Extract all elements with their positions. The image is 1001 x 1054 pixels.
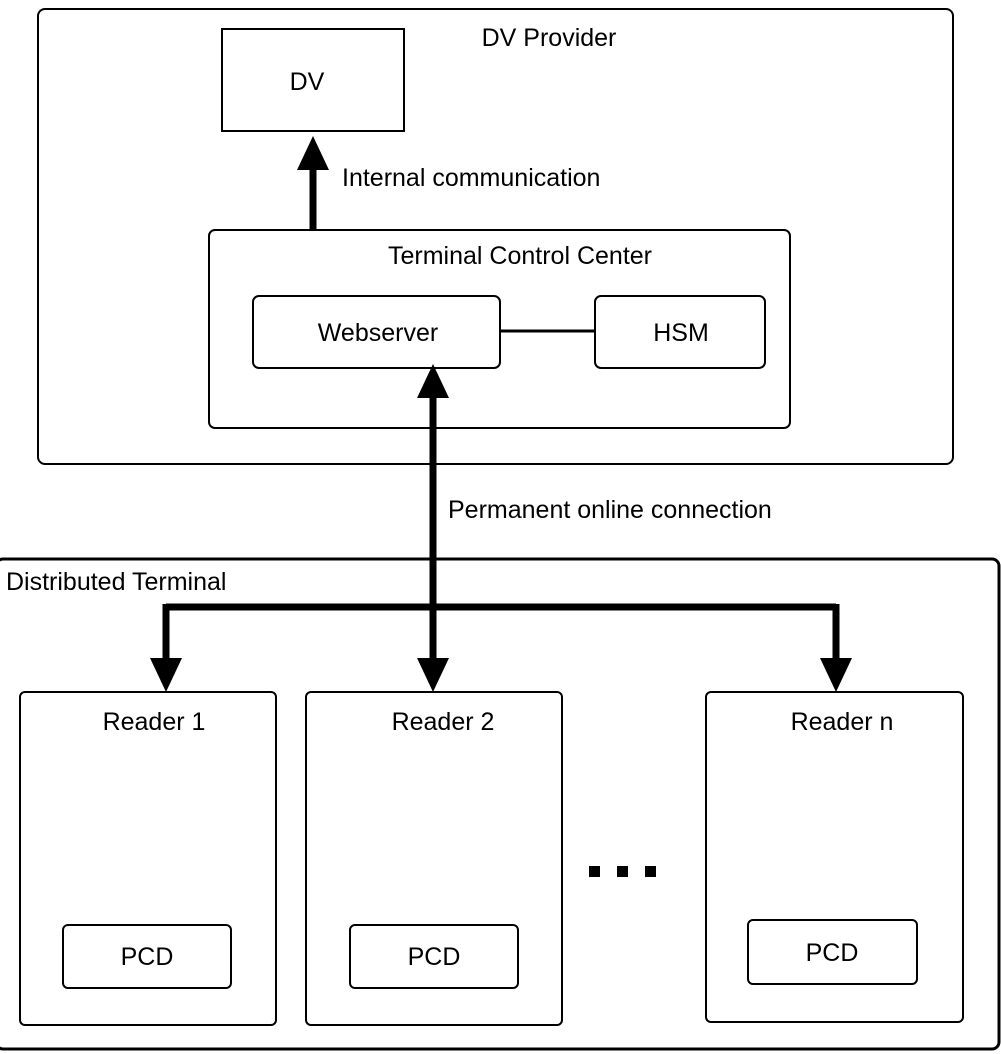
internal-communication-label: Internal communication bbox=[342, 164, 600, 192]
reader-2-pcd-box bbox=[349, 924, 519, 989]
reader-n-pcd-label: PCD bbox=[806, 939, 859, 967]
reader-2: Reader 2 PCD bbox=[305, 691, 563, 1026]
hsm-box bbox=[594, 295, 766, 369]
terminal-control-center-title: Terminal Control Center bbox=[388, 242, 652, 270]
reader-2-pcd-label: PCD bbox=[408, 943, 461, 971]
reader-n-label: Reader n bbox=[791, 708, 894, 736]
reader-1-pcd-box bbox=[62, 924, 232, 989]
permanent-online-connection-arrow bbox=[150, 364, 852, 692]
webserver-label: Webserver bbox=[318, 319, 438, 347]
distributed-terminal-title: Distributed Terminal bbox=[6, 568, 226, 596]
reader-n-pcd-box bbox=[747, 919, 918, 985]
reader-2-label: Reader 2 bbox=[392, 708, 495, 736]
hsm-label: HSM bbox=[653, 319, 709, 347]
dv-provider-title: DV Provider bbox=[482, 24, 617, 52]
reader-1-label: Reader 1 bbox=[103, 708, 206, 736]
reader-1-pcd-label: PCD bbox=[121, 943, 174, 971]
permanent-online-connection-label: Permanent online connection bbox=[448, 496, 772, 524]
reader-n: Reader n PCD bbox=[705, 691, 964, 1023]
dv-box bbox=[221, 28, 405, 132]
ellipsis-icon bbox=[589, 866, 656, 877]
reader-1: Reader 1 PCD bbox=[19, 691, 277, 1026]
dv-label: DV bbox=[290, 68, 325, 96]
